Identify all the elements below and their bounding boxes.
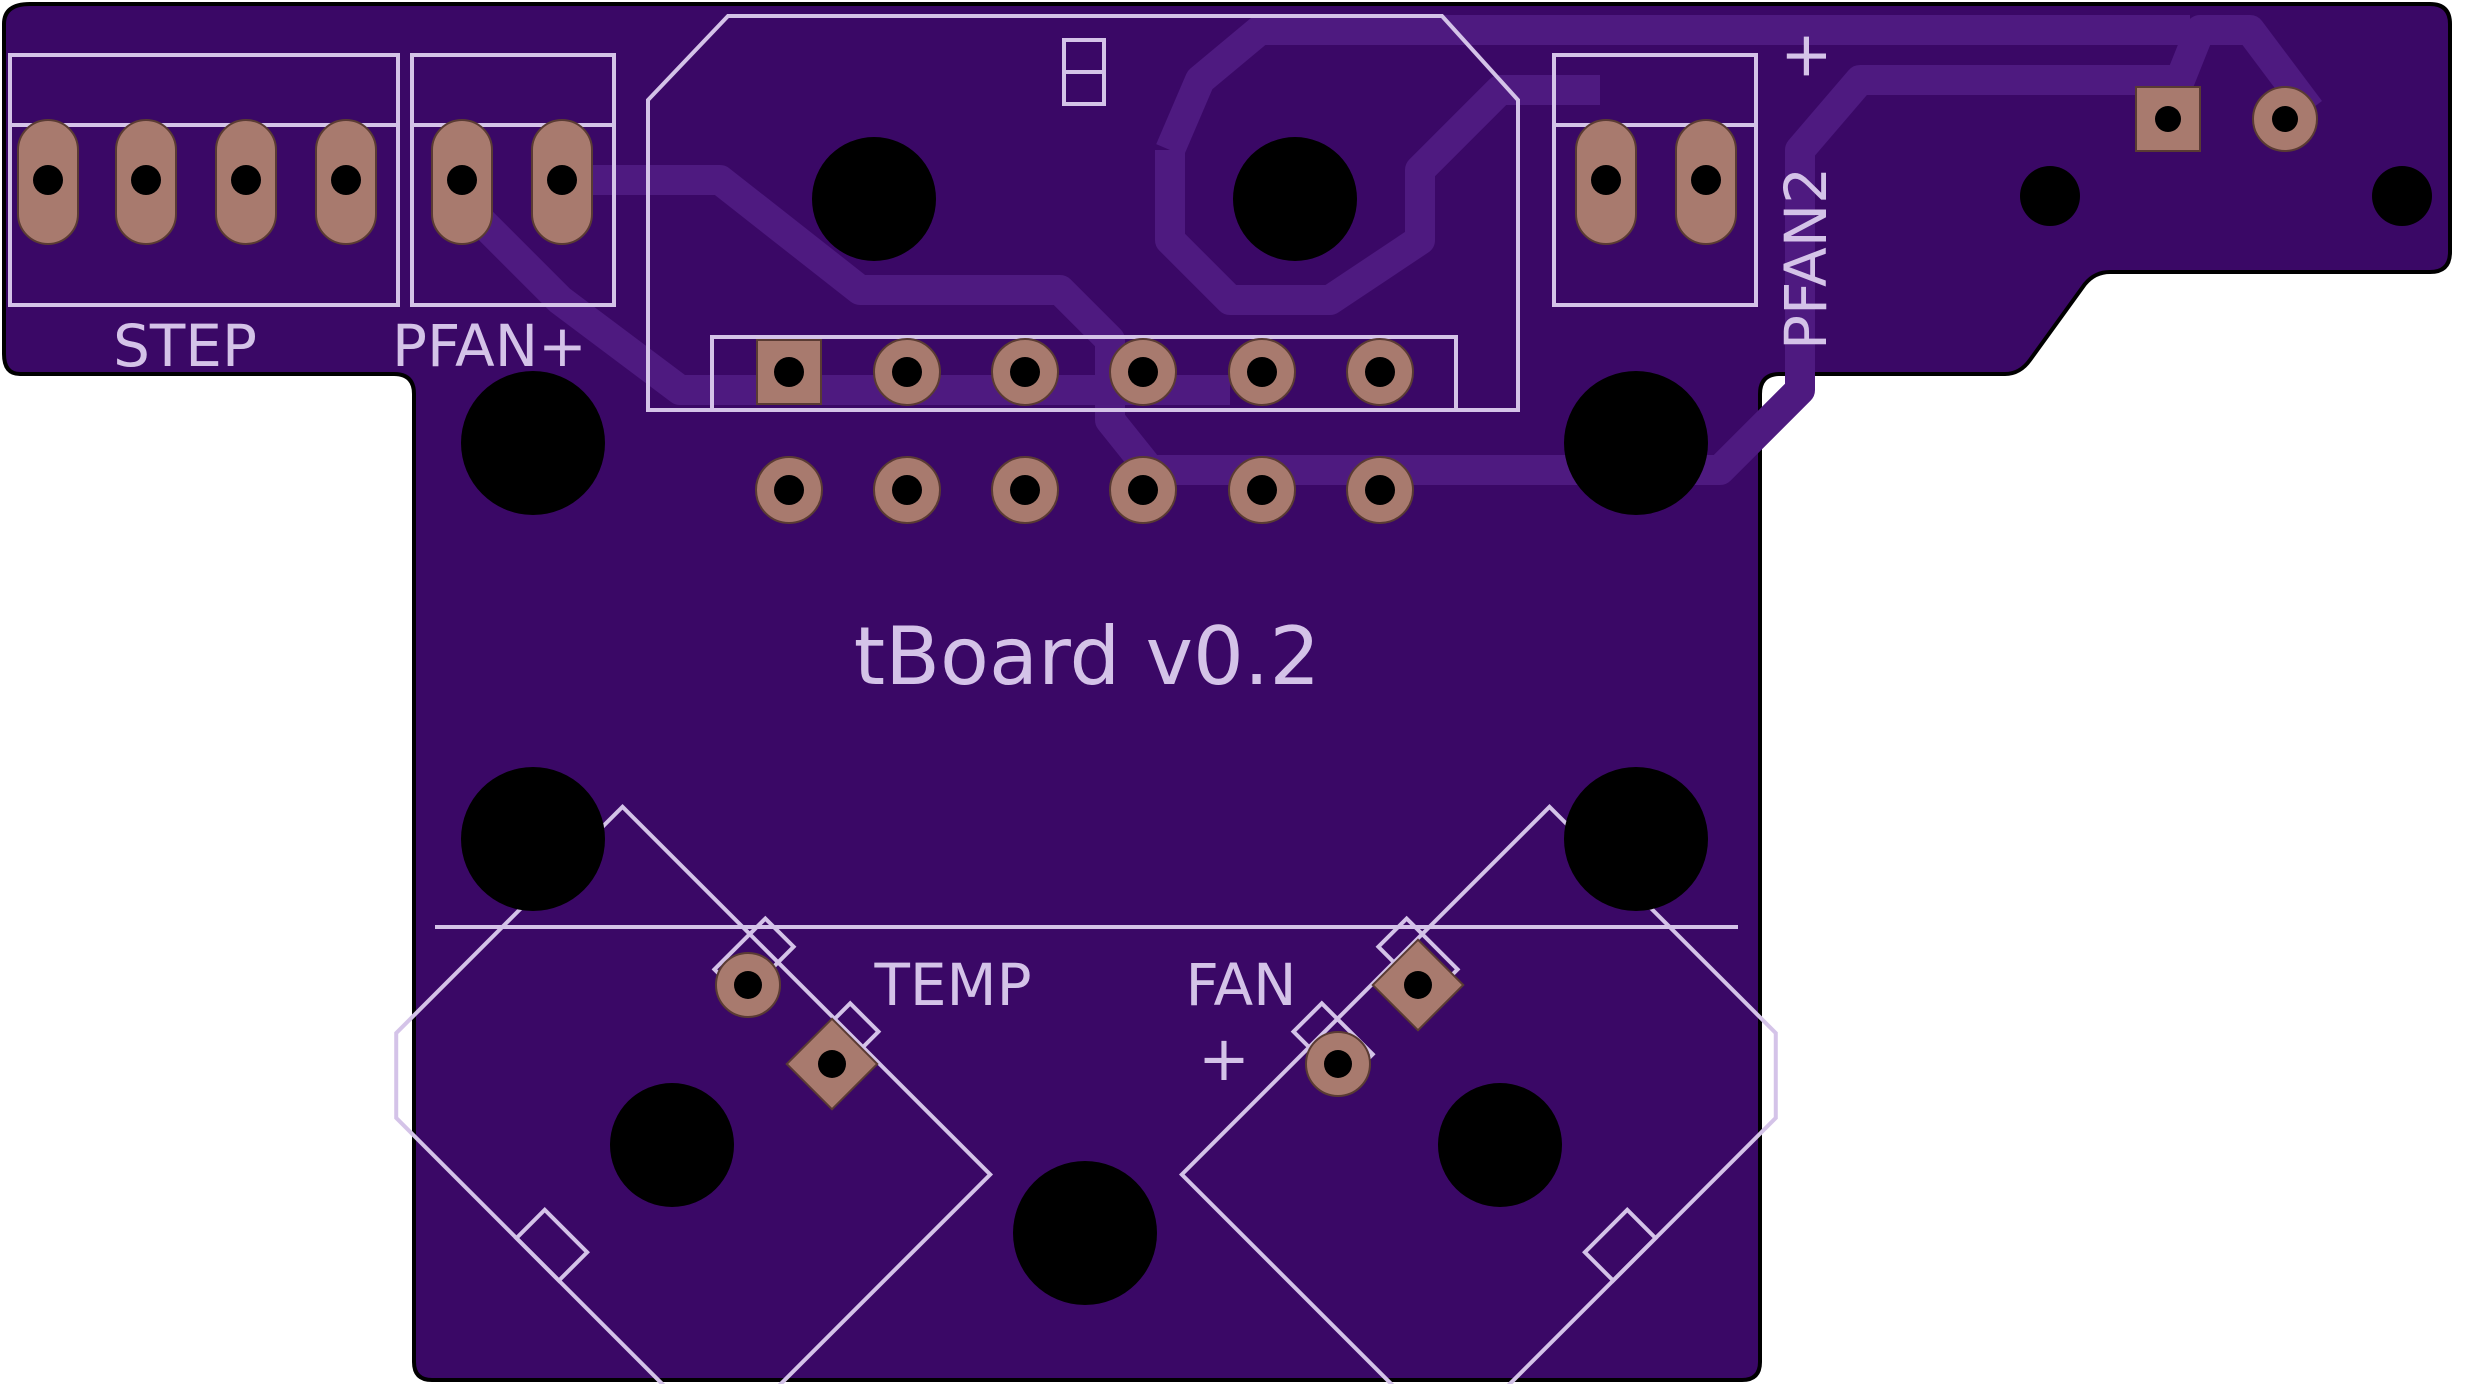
fan-label: FAN	[1185, 951, 1296, 1019]
copper-traces	[459, 15, 2322, 485]
mount-hole	[1013, 1161, 1157, 1305]
silkscreen	[8, 14, 1778, 1384]
pfan2-label: PFAN2	[1772, 167, 1840, 350]
mount-hole	[1233, 137, 1357, 261]
mount-hole	[2372, 166, 2432, 226]
temp-label: TEMP	[873, 951, 1031, 1019]
mount-hole	[812, 137, 936, 261]
board-title: tBoard v0.2	[854, 610, 1320, 703]
mount-hole	[461, 371, 605, 515]
mount-hole	[461, 767, 605, 911]
step-connector-outline	[8, 53, 400, 307]
mount-hole	[1438, 1083, 1562, 1207]
mount-hole	[610, 1083, 734, 1207]
mount-hole	[2020, 166, 2080, 226]
step-label: STEP	[113, 312, 257, 380]
pfan2-connector-outline	[1552, 53, 1758, 307]
main-header-outline	[646, 14, 1520, 412]
pfan-connector-outline	[410, 53, 616, 307]
drill-holes	[33, 106, 2432, 1305]
fan-plus-label: +	[1198, 1022, 1250, 1095]
pfan-label: PFAN+	[392, 312, 587, 380]
pfan2-plus-label: +	[1768, 30, 1841, 82]
mount-hole	[1564, 371, 1708, 515]
mount-hole	[1564, 767, 1708, 911]
